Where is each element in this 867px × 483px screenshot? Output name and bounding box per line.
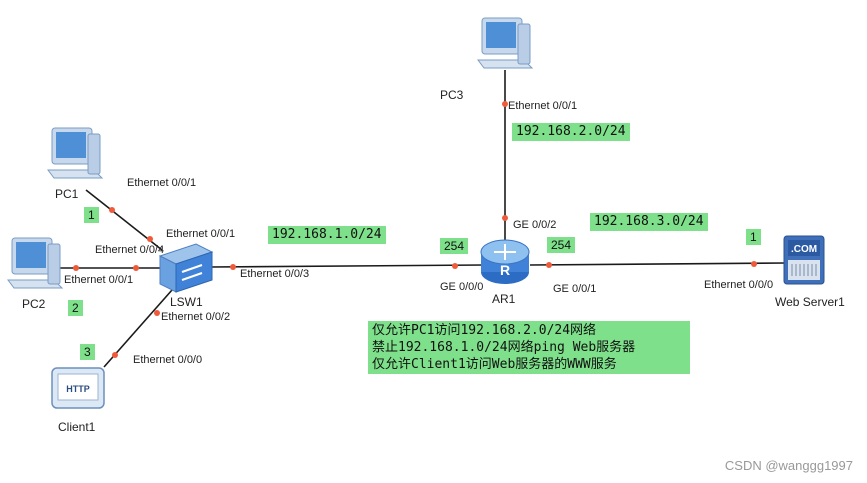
port-dot [154, 310, 160, 316]
pc2-label: PC2 [22, 297, 46, 311]
router-icon: R [480, 239, 530, 284]
network-tag-3: 192.168.3.0/24 [590, 213, 708, 231]
requirement-line: 禁止192.168.1.0/24网络ping Web服务器 [372, 340, 636, 355]
port-label-ar1-ge000: GE 0/0/0 [440, 281, 484, 293]
port-label-pc1: Ethernet 0/0/1 [127, 177, 197, 189]
switch-icon [158, 243, 214, 293]
port-dot [502, 101, 508, 107]
port-dot [112, 352, 118, 358]
pc3-icon [477, 17, 534, 69]
network-tag-1: 192.168.1.0/24 [268, 226, 386, 244]
port-label-ar1-ge002: GE 0/0/2 [513, 219, 557, 231]
ar1-label: AR1 [492, 292, 516, 306]
port-label-lsw1-004: Ethernet 0/0/4 [95, 244, 165, 256]
requirement-line: 仅允许Client1访问Web服务器的WWW服务 [372, 357, 617, 372]
requirement-line: 仅允许PC1访问192.168.2.0/24网络 [372, 323, 597, 338]
host-id-pc2: 2 [68, 300, 83, 316]
port-label-web: Ethernet 0/0/0 [704, 279, 774, 291]
network-tag-2: 192.168.2.0/24 [512, 123, 630, 141]
port-label-lsw1-003: Ethernet 0/0/3 [240, 268, 310, 280]
port-dot [147, 236, 153, 242]
web-server-icon: .COM [783, 235, 825, 285]
port-dot [452, 263, 458, 269]
client1-label: Client1 [58, 420, 96, 434]
pc1-label: PC1 [55, 187, 79, 201]
host-id-pc1: 1 [84, 207, 99, 223]
lsw1-label: LSW1 [170, 295, 203, 309]
port-dot [751, 261, 757, 267]
link-ar1-web [529, 262, 786, 266]
port-dot [73, 265, 79, 271]
port-dot [230, 264, 236, 270]
port-label-pc3: Ethernet 0/0/1 [508, 100, 578, 112]
port-dots [73, 101, 757, 358]
port-dot [109, 207, 115, 213]
pc1-icon [47, 127, 104, 179]
port-label-client1: Ethernet 0/0/0 [133, 354, 203, 366]
router-letter: R [500, 262, 510, 278]
pc3-label: PC3 [440, 88, 464, 102]
host-id-ar1-right: 254 [547, 237, 576, 253]
client1-icon: HTTP [51, 367, 105, 409]
host-id-client1: 3 [80, 344, 95, 360]
port-label-lsw1-002: Ethernet 0/0/2 [161, 311, 231, 323]
requirements-note: 仅允许PC1访问192.168.2.0/24网络 禁止192.168.1.0/2… [368, 321, 690, 374]
host-id-web: 1 [746, 229, 761, 245]
port-label-lsw1-001: Ethernet 0/0/1 [166, 228, 236, 240]
com-label: .COM [791, 244, 817, 255]
http-label: HTTP [66, 384, 90, 394]
host-id-ar1-left: 254 [440, 238, 469, 254]
port-dot [133, 265, 139, 271]
pc2-icon [7, 237, 64, 289]
watermark: CSDN @wanggg1997 [724, 458, 853, 473]
web-server-label: Web Server1 [775, 295, 845, 309]
port-label-ar1-ge001: GE 0/0/1 [553, 283, 597, 295]
port-dot [502, 215, 508, 221]
port-label-pc2: Ethernet 0/0/1 [64, 274, 134, 286]
port-dot [546, 262, 552, 268]
link-lsw1-ar1 [209, 264, 485, 268]
